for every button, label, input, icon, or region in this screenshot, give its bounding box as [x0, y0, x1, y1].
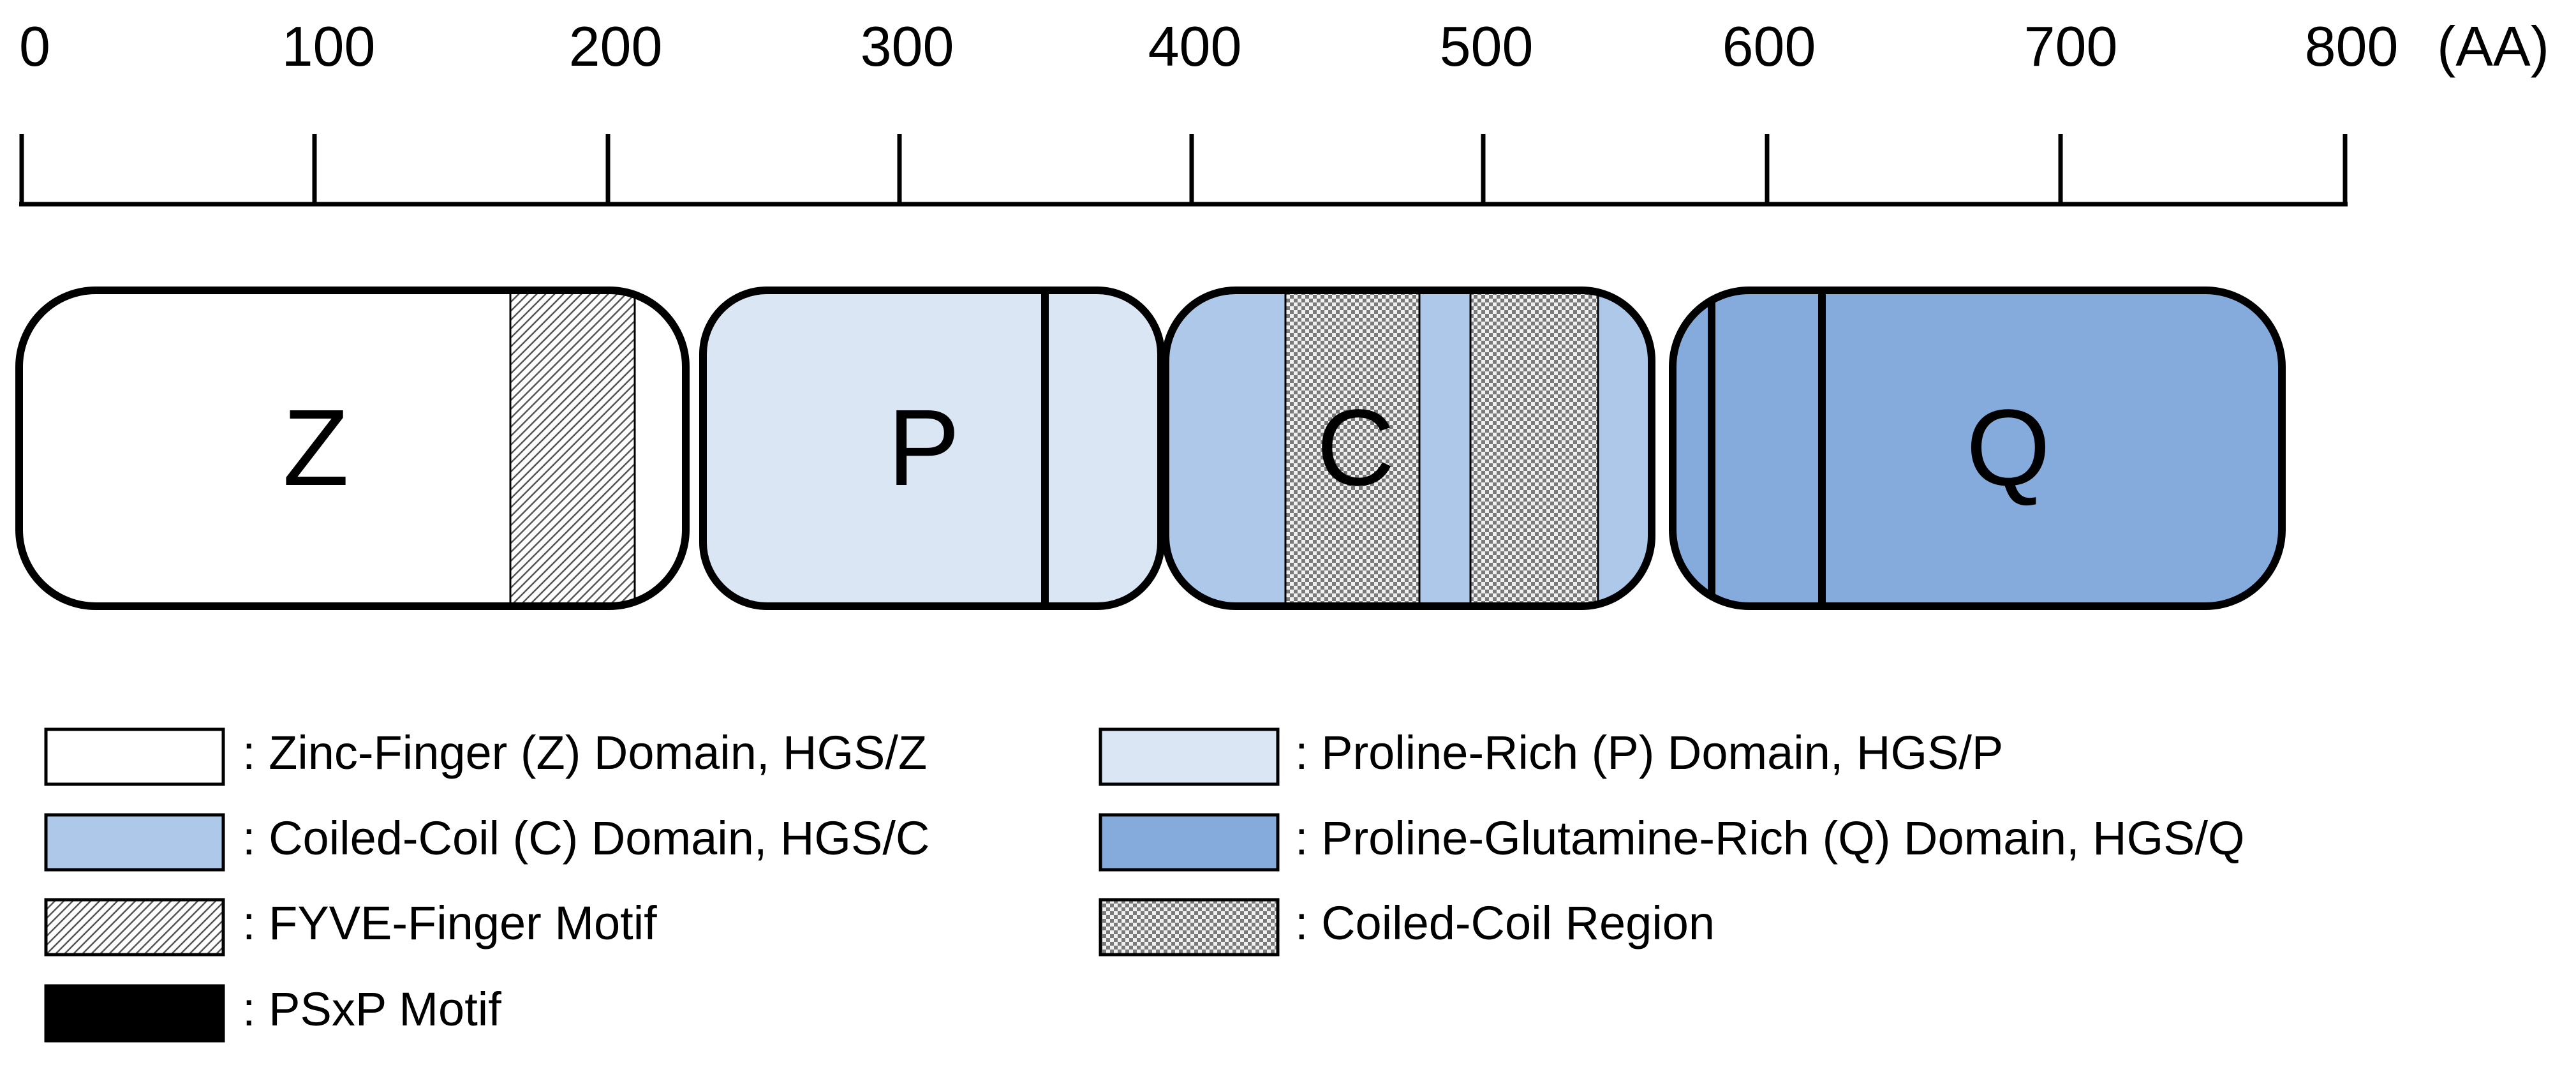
scale-label-800: 800	[2305, 15, 2399, 78]
scale-label-300: 300	[861, 15, 954, 78]
coiled-coil-region-1	[1285, 290, 1419, 606]
legend-item-coiled-coil-region: : Coiled-Coil Region	[1099, 897, 1715, 957]
legend-swatch-white	[44, 727, 225, 786]
domain-z-outline	[15, 287, 690, 610]
domain-c-label: C	[1317, 387, 1395, 509]
domain-c: C	[1162, 287, 1655, 610]
domain-q-label: Q	[1966, 387, 2050, 509]
domain-p-label: P	[887, 387, 959, 509]
scale-label-700: 700	[2024, 15, 2118, 78]
psxp-motif-p	[1041, 290, 1049, 606]
legend-swatch-dark-blue	[1099, 813, 1280, 872]
domain-p-outline	[699, 287, 1165, 610]
domain-q-fill	[1673, 290, 2282, 606]
domain-p: P	[699, 287, 1165, 610]
scale-ruler: 0 100 200 300 400 500 600 700 800 (AA)	[19, 15, 2549, 207]
psxp-motif-q-2	[1818, 290, 1826, 606]
legend-swatch-checker	[1099, 898, 1280, 957]
fyve-finger-motif	[510, 290, 635, 606]
legend-label-proline-rich: : Proline-Rich (P) Domain, HGS/P	[1295, 726, 2003, 779]
legend-item-fyve-finger: : FYVE-Finger Motif	[44, 897, 657, 957]
scale-label-0: 0	[19, 15, 50, 78]
legend-swatch-medium-blue	[44, 813, 225, 872]
domain-z: Z	[15, 287, 690, 610]
legend-label-coiled-coil-region: : Coiled-Coil Region	[1295, 897, 1715, 950]
scale-label-100: 100	[282, 15, 376, 78]
legend-label-fyve-finger: : FYVE-Finger Motif	[242, 897, 657, 950]
domain-z-label: Z	[283, 387, 349, 509]
psxp-motif-q-1	[1708, 290, 1715, 606]
legend-item-zinc-finger: : Zinc-Finger (Z) Domain, HGS/Z	[44, 726, 927, 786]
scale-label-400: 400	[1148, 15, 1242, 78]
coiled-coil-region-2	[1470, 290, 1598, 606]
domain-c-outline	[1162, 287, 1655, 610]
legend-label-zinc-finger: : Zinc-Finger (Z) Domain, HGS/Z	[242, 726, 927, 779]
domain-q: Q	[1669, 287, 2286, 610]
legend-swatch-black	[44, 984, 225, 1043]
scale-label-600: 600	[1722, 15, 1816, 78]
legend-swatch-diagonal-hatch	[44, 898, 225, 957]
legend-item-coiled-coil: : Coiled-Coil (C) Domain, HGS/C	[44, 812, 929, 872]
scale-label-200: 200	[569, 15, 663, 78]
domain-p-fill	[703, 290, 1161, 606]
domain-q-outline	[1669, 287, 2286, 610]
legend-label-psxp: : PSxP Motif	[242, 983, 501, 1036]
legend-item-proline-rich: : Proline-Rich (P) Domain, HGS/P	[1099, 726, 2003, 786]
legend-swatch-light-blue	[1099, 727, 1280, 786]
scale-unit-label: (AA)	[2437, 15, 2549, 78]
legend: : Zinc-Finger (Z) Domain, HGS/Z : Prolin…	[44, 726, 2245, 1043]
legend-label-coiled-coil: : Coiled-Coil (C) Domain, HGS/C	[242, 812, 929, 865]
legend-item-psxp: : PSxP Motif	[44, 983, 501, 1043]
scale-label-500: 500	[1440, 15, 1534, 78]
legend-label-proline-glutamine-rich: : Proline-Glutamine-Rich (Q) Domain, HGS…	[1295, 812, 2245, 865]
legend-item-proline-glutamine-rich: : Proline-Glutamine-Rich (Q) Domain, HGS…	[1099, 812, 2245, 872]
